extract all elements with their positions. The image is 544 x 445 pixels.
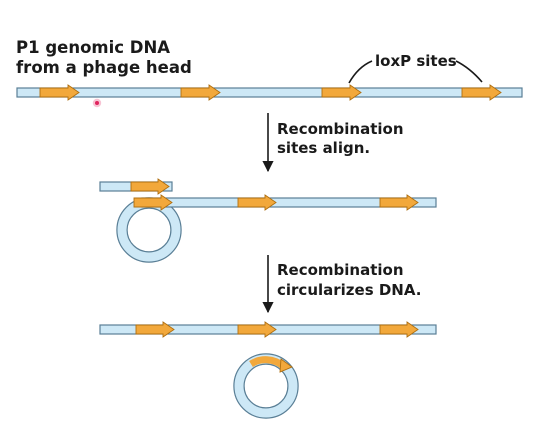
step1-label-line1: Recombination [277, 120, 404, 138]
loxp-site-aligned-d [379, 194, 419, 211]
circular-product-dna [233, 353, 299, 419]
loxp-site-circle [249, 356, 286, 369]
loxp-site-aligned-a [130, 178, 170, 195]
loxp-site-product-c [379, 321, 419, 338]
aligned-loop [117, 198, 181, 262]
loxp-pointer-left [348, 60, 373, 84]
step2-label-line1: Recombination [277, 261, 404, 279]
cursor-indicator [92, 98, 102, 108]
step1-label-line2: sites align. [277, 139, 370, 157]
loxp-site-3 [321, 84, 362, 101]
aligned-intermediate-dna [99, 178, 437, 263]
loxp-sites-label: loxP sites [375, 52, 457, 70]
loxp-site-4 [461, 84, 502, 101]
linear-product-dna [99, 321, 437, 338]
loxp-site-aligned-c [237, 194, 277, 211]
loxp-site-product-a [135, 321, 175, 338]
linear-genomic-dna [16, 84, 523, 101]
loxp-site-aligned-b [133, 194, 173, 211]
step2-label-line2: circularizes DNA. [277, 281, 421, 299]
loxp-site-2 [180, 84, 221, 101]
loxp-site-1 [39, 84, 80, 101]
source-label-line2: from a phage head [16, 58, 192, 77]
loxp-pointer-right [455, 60, 483, 83]
loxp-site-product-b [237, 321, 277, 338]
source-label-line1: P1 genomic DNA [16, 38, 170, 57]
